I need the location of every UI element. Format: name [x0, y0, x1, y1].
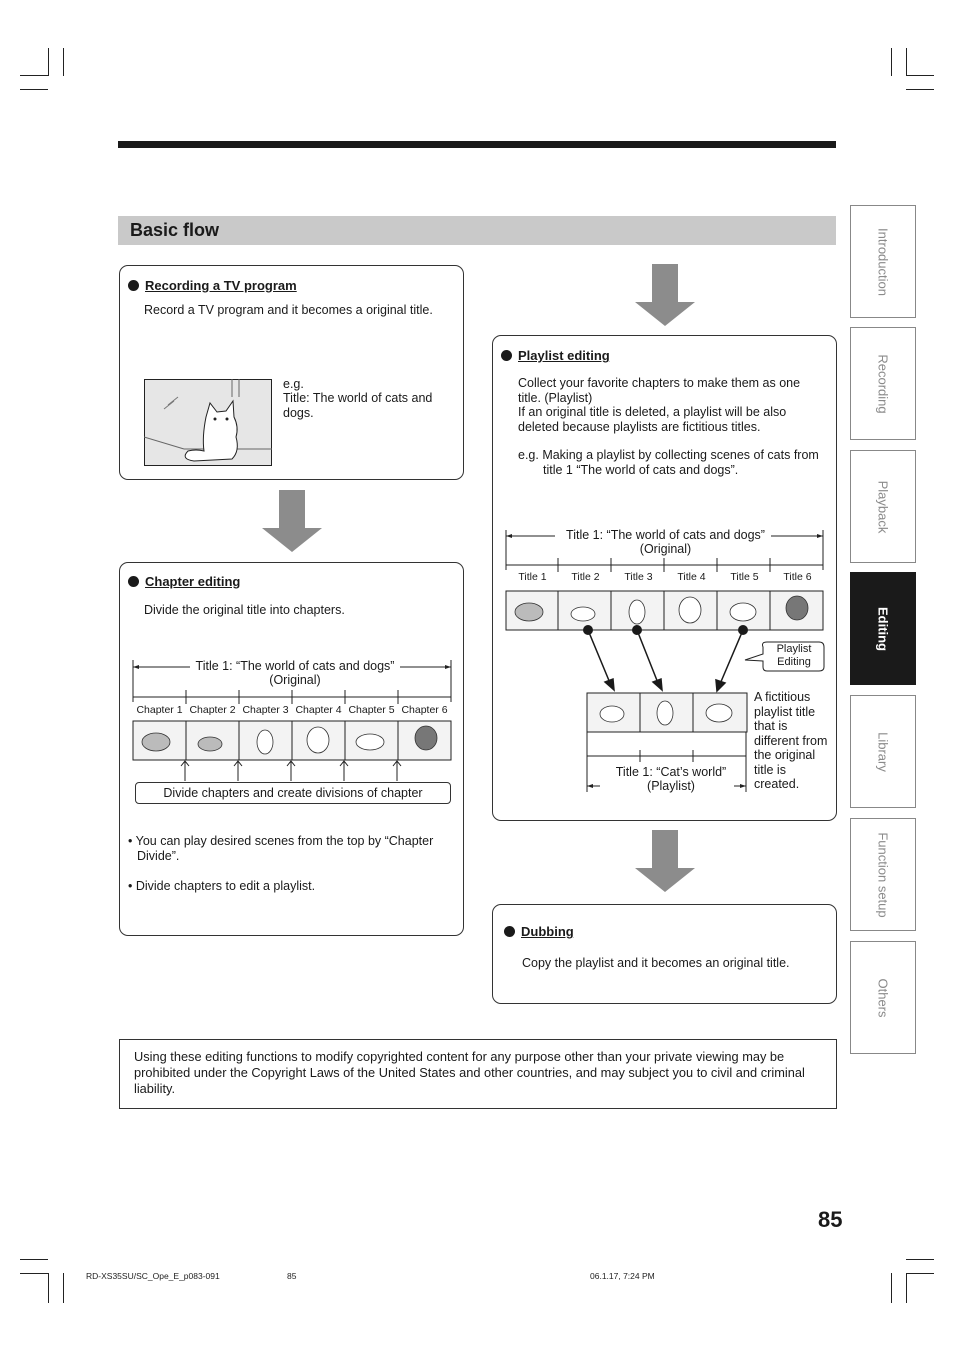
tab-library[interactable]: Library — [850, 695, 916, 808]
recording-eg-label: e.g. — [283, 377, 304, 391]
top-rule — [118, 141, 836, 148]
chapter-description: Divide the original title into chapters. — [144, 603, 345, 617]
crop-mark — [906, 1273, 934, 1274]
bullet-icon — [128, 576, 139, 587]
title-label: Title 3 — [624, 571, 653, 583]
playlist-box: Playlist editing Collect your favorite c… — [492, 335, 837, 821]
fictitious-note: A fictitious playlist title that is diff… — [754, 690, 828, 791]
chapter-labels: Chapter 1 Chapter 2 Chapter 3 Chapter 4 … — [133, 704, 451, 718]
tab-editing[interactable]: Editing — [850, 572, 916, 685]
notice-text: Using these editing functions to modify … — [134, 1049, 805, 1096]
chapter-label: Chapter 1 — [136, 704, 183, 716]
down-arrow-icon — [262, 490, 322, 552]
chapter-note: • Divide chapters to edit a playlist. — [128, 879, 316, 893]
playlist-title-labels: Title 1 Title 2 Title 3 Title 4 Title 5 … — [506, 571, 823, 585]
chapter-label: Chapter 5 — [348, 704, 395, 716]
bullet-icon — [504, 926, 515, 937]
dubbing-heading: Dubbing — [504, 924, 574, 939]
chapter-label: Chapter 2 — [189, 704, 236, 716]
crop-mark — [20, 75, 48, 76]
section-header: Basic flow — [118, 216, 836, 245]
tab-introduction[interactable]: Introduction — [850, 205, 916, 318]
crop-mark — [891, 48, 892, 76]
crop-mark — [48, 48, 49, 76]
playlist-callout: Playlist Editing — [776, 643, 812, 668]
chapter-box: Chapter editing Divide the original titl… — [119, 562, 464, 936]
tab-others[interactable]: Others — [850, 941, 916, 1054]
chapter-label: Chapter 4 — [295, 704, 342, 716]
playlist-result-sub: (Playlist) — [647, 779, 695, 793]
recording-description: Record a TV program and it becomes a ori… — [144, 303, 433, 317]
chapter-diagram — [132, 660, 452, 781]
playlist-eg: e.g. Making a playlist by collecting sce… — [518, 448, 819, 477]
crop-mark — [20, 1273, 48, 1274]
tab-playback[interactable]: Playback — [850, 450, 916, 563]
playlist-title-sub: (Original) — [639, 542, 692, 556]
playlist-title-label: Title 1: “The world of cats and dogs” — [566, 528, 765, 542]
bullet-icon — [501, 350, 512, 361]
title-label: Title 2 — [571, 571, 600, 583]
crop-mark — [906, 1259, 934, 1260]
dubbing-box: Dubbing Copy the playlist and it becomes… — [492, 904, 837, 1004]
crop-mark — [891, 1273, 892, 1303]
down-arrow-icon — [635, 830, 695, 892]
footer-timestamp: 06.1.17, 7:24 PM — [590, 1271, 655, 1281]
chapter-note: • You can play desired scenes from the t… — [128, 834, 434, 863]
title-label: Title 1 — [518, 571, 547, 583]
copyright-notice: Using these editing functions to modify … — [119, 1039, 837, 1109]
title-label: Title 5 — [730, 571, 759, 583]
chapter-label: Chapter 6 — [401, 704, 448, 716]
title-label: Title 6 — [783, 571, 812, 583]
chapter-label: Chapter 3 — [242, 704, 289, 716]
cat-illustration — [144, 379, 272, 466]
playlist-description: Collect your favorite chapters to make t… — [518, 376, 801, 405]
playlist-diagram — [505, 530, 825, 792]
divide-caption: Divide chapters and create divisions of … — [135, 782, 451, 804]
down-arrow-icon — [635, 264, 695, 326]
playlist-heading: Playlist editing — [501, 348, 610, 363]
recording-heading: Recording a TV program — [128, 278, 297, 293]
crop-mark — [906, 75, 934, 76]
crop-mark — [20, 89, 48, 90]
bullet-icon — [128, 280, 139, 291]
title-label: Title 4 — [677, 571, 706, 583]
chapter-heading: Chapter editing — [128, 574, 240, 589]
footer-file: RD-XS35SU/SC_Ope_E_p083-091 — [86, 1271, 220, 1281]
page-number: 85 — [818, 1207, 843, 1232]
crop-mark — [20, 1259, 48, 1260]
chapter-title-label: Title 1: “The world of cats and dogs” — [195, 659, 395, 673]
crop-mark — [906, 1273, 907, 1303]
playlist-note: If an original title is deleted, a playl… — [518, 405, 787, 434]
recording-eg-title: Title: The world of cats and dogs. — [283, 391, 433, 420]
crop-mark — [63, 48, 64, 76]
tab-function-setup[interactable]: Function setup — [850, 818, 916, 931]
section-title: Basic flow — [130, 220, 220, 240]
recording-box: Recording a TV program Record a TV progr… — [119, 265, 464, 480]
tab-recording[interactable]: Recording — [850, 327, 916, 440]
crop-mark — [906, 89, 934, 90]
crop-mark — [48, 1273, 49, 1303]
dubbing-description: Copy the playlist and it becomes an orig… — [522, 956, 790, 970]
crop-mark — [63, 1273, 64, 1303]
playlist-result-label: Title 1: “Cat’s world” — [615, 765, 727, 779]
chapter-title-sub: (Original) — [269, 673, 321, 687]
crop-mark — [906, 48, 907, 76]
footer-page: 85 — [287, 1271, 297, 1281]
